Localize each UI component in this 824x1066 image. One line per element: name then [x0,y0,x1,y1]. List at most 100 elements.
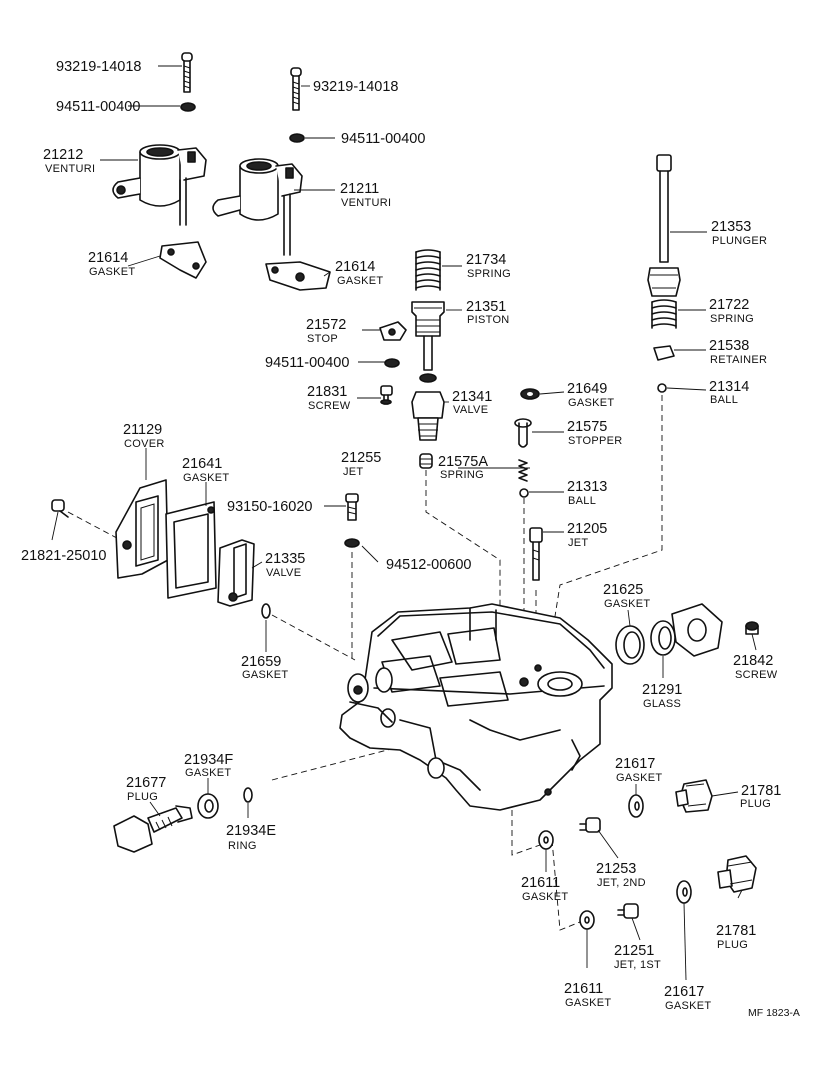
label-21611-upper-num: 21611 [521,875,560,891]
label-21625-num: 21625 [603,582,643,598]
label-21251-num: 21251 [614,943,654,959]
label-21611-lower-num: 21611 [564,981,603,997]
label-21129-name: COVER [124,438,165,450]
label-21313-name: BALL [568,495,596,507]
valve-21341 [411,373,445,441]
label-21614-right-name: GASKET [337,275,383,287]
gasket-21625 [615,625,645,665]
label-21842-num: 21842 [733,653,773,669]
label-21722-name: SPRING [710,313,754,325]
gasket-21614-left [159,241,207,279]
gasket-21611-lower [579,910,595,930]
screw-93219-right [290,67,302,111]
label-21353-num: 21353 [711,219,751,235]
label-93150-num: 93150-16020 [227,499,312,515]
label-21611-lower-name: GASKET [565,997,611,1009]
jet-21251 [617,903,639,919]
label-21734-num: 21734 [466,252,506,268]
label-21614-left-name: GASKET [89,266,135,278]
label-21538-name: RETAINER [710,354,767,366]
label-21255-name: JET [343,466,363,478]
label-21659-num: 21659 [241,654,281,670]
label-21211-name: VENTURI [341,197,391,209]
label-21314-num: 21314 [709,379,749,395]
spring-21722 [651,299,677,329]
figure-reference: MF 1823-A [748,1007,800,1019]
label-21781-lower-name: PLUG [717,939,748,951]
glass-21291 [650,620,676,656]
ball-21313 [519,488,529,498]
label-21253-num: 21253 [596,861,636,877]
label-94511-left-num: 94511-00400 [56,99,140,115]
cover-flange [671,603,723,657]
label-21212-num: 21212 [43,147,83,163]
label-21335-name: VALVE [266,567,301,579]
venturi-21211 [212,158,303,256]
label-94512-num: 94512-00600 [386,557,471,573]
venturi-21212 [112,144,207,226]
label-21641-name: GASKET [183,472,229,484]
stop-21572 [379,321,407,341]
jet-21255 [419,453,433,469]
label-21781-lower-num: 21781 [716,923,756,939]
ball-21314 [657,383,667,393]
jet-21205 [529,527,543,581]
label-21313-num: 21313 [567,479,607,495]
label-21611-upper-name: GASKET [522,891,568,903]
spring-21734 [415,249,441,291]
label-21617-upper-num: 21617 [615,756,655,772]
washer-94511-left [180,102,196,112]
label-21649-name: GASKET [568,397,614,409]
washer-94511-right [289,133,305,143]
label-21211-num: 21211 [340,181,379,197]
label-21351-name: PISTON [467,314,510,326]
cover-21129 [115,479,169,579]
piston-21351 [411,301,445,371]
valve-21335 [217,539,255,607]
gasket-21641 [165,501,217,599]
stopper-21575 [514,418,532,448]
label-21575a-num: 21575A [438,454,488,470]
plug-21781-lower [717,855,757,893]
screw-21842 [745,621,759,635]
gasket-21659 [261,603,271,619]
plunger-21353 [647,154,681,297]
screw-93150 [345,493,359,521]
label-21205-name: JET [568,537,588,549]
label-21677-num: 21677 [126,775,166,791]
label-21129-num: 21129 [123,422,162,438]
label-21575a-name: SPRING [440,469,484,481]
label-21205-num: 21205 [567,521,607,537]
labels: 93219-14018 94511-00400 93219-14018 9451… [21,59,800,1019]
gasket-21611-upper [538,830,554,850]
label-21641-num: 21641 [182,456,222,472]
label-21212-name: VENTURI [45,163,95,175]
label-21842-name: SCREW [735,669,778,681]
label-21625-name: GASKET [604,598,650,610]
label-21617-lower-num: 21617 [664,984,704,1000]
label-21659-name: GASKET [242,669,288,681]
label-21734-name: SPRING [467,268,511,280]
screw-21831 [380,385,393,405]
screw-93219-left [181,52,193,93]
gasket-21617-upper [628,794,644,818]
label-21831-name: SCREW [308,400,351,412]
label-21255-num: 21255 [341,450,381,466]
label-21572-num: 21572 [306,317,346,333]
label-21722-num: 21722 [709,297,749,313]
label-21781-upper-name: PLUG [740,798,771,810]
label-21251-name: JET, 1ST [614,959,661,971]
washer-94511-mid [384,358,400,368]
ring-21934e [243,787,253,803]
label-21677-name: PLUG [127,791,158,803]
label-21291-name: GLASS [643,698,681,710]
screw-21821 [51,499,69,518]
gasket-21649 [520,388,540,400]
label-21253-name: JET, 2ND [597,877,646,889]
washer-94512 [344,538,360,548]
label-93219-right-num: 93219-14018 [313,79,398,95]
gasket-21614-right [265,261,331,291]
jet-21253 [579,817,601,833]
label-21291-num: 21291 [642,682,682,698]
